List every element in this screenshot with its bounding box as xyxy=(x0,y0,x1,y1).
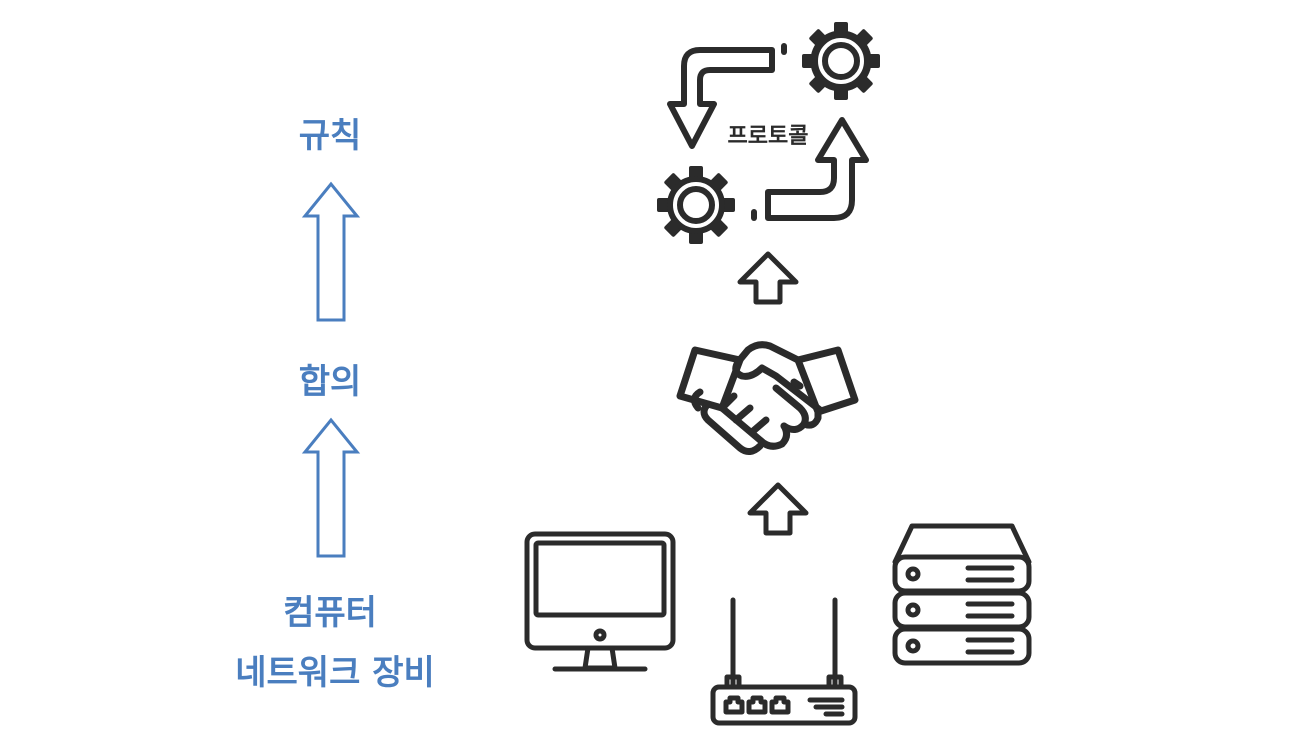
rule-label: 규칙 xyxy=(298,116,362,156)
computer-label: 컴퓨터 xyxy=(283,593,377,633)
monitor-icon xyxy=(524,531,676,672)
gear-icon xyxy=(802,22,880,100)
network-device-label: 네트워크 장비 xyxy=(235,653,435,693)
server-icon xyxy=(892,523,1032,666)
up-arrow-icon xyxy=(301,181,361,322)
consensus-label: 합의 xyxy=(298,362,362,402)
handshake-icon xyxy=(676,341,859,455)
protocol-label: 프로토콜 xyxy=(728,124,809,149)
up-arrow-icon xyxy=(737,251,799,305)
cycle-arrow-icon xyxy=(667,43,869,221)
router-icon xyxy=(710,597,858,726)
up-arrow-icon xyxy=(301,417,361,558)
gear-icon xyxy=(657,166,735,244)
up-arrow-icon xyxy=(747,482,809,536)
